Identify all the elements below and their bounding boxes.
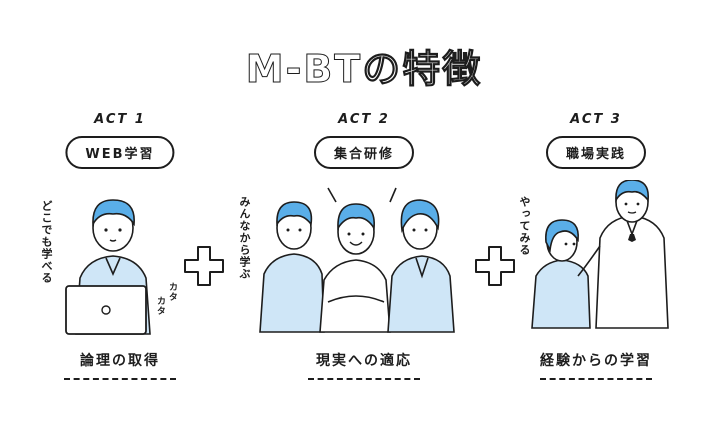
act-label: ACT 3 <box>570 112 622 127</box>
act-pill: 集合研修 <box>313 136 415 169</box>
column-act-1: ACT 1 WEB学習 論理の取得 <box>20 112 220 412</box>
column-act-2: ACT 2 集合研修 現実への適応 <box>264 112 464 412</box>
workplace-practice-illustration <box>531 180 669 329</box>
sound-text: カタ <box>155 296 165 316</box>
column-act-3: ACT 3 職場実践 経験からの学習 <box>496 112 696 412</box>
person-laptop-illustration <box>65 199 151 335</box>
sound-text: カタ <box>167 282 177 302</box>
act-label: ACT 1 <box>94 112 146 127</box>
act-caption: 現実への適応 <box>316 353 412 369</box>
act-pill: 職場実践 <box>545 136 647 169</box>
side-text: どこでも学べる <box>40 200 53 284</box>
caption-underline <box>308 378 420 380</box>
plus-icon <box>184 246 224 286</box>
page-title: M-BTの特徴 <box>245 47 483 92</box>
act-caption: 論理の取得 <box>80 353 160 369</box>
side-text: やってみる <box>518 196 531 256</box>
side-text: みんなから学ぶ <box>238 196 251 280</box>
act-pill: WEB学習 <box>65 136 175 169</box>
caption-underline <box>64 378 176 380</box>
act-caption: 経験からの学習 <box>540 353 652 369</box>
caption-underline <box>540 378 652 380</box>
act-label: ACT 2 <box>338 112 390 127</box>
group-discussion-illustration <box>259 187 455 333</box>
plus-icon <box>475 246 515 286</box>
